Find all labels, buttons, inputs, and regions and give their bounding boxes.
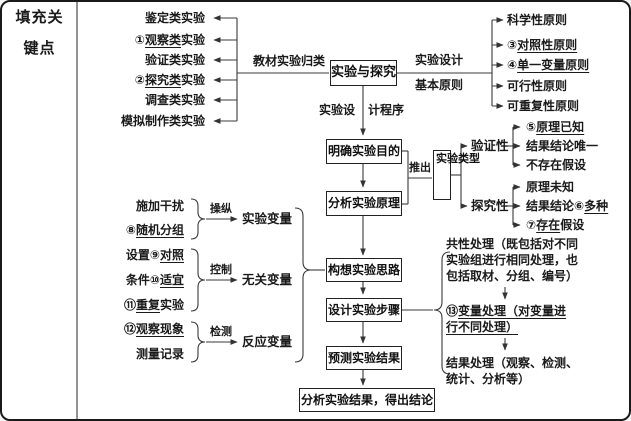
- text: 测量记录: [135, 347, 184, 361]
- branch-verify-label: 验证性: [471, 138, 509, 153]
- edge-label-infer: 推出: [409, 161, 431, 174]
- text-underlined: 随机分组: [135, 223, 184, 237]
- node-analyze-principle: 分析实验原理: [326, 191, 402, 216]
- edge-label-procedure-right: 计程序: [368, 103, 405, 117]
- text: 鉴定类实验: [144, 11, 205, 25]
- sidebar-title: 填充关 键点: [2, 2, 77, 64]
- text: ②: [134, 73, 145, 87]
- node-dependent-variable: 反应变量: [242, 334, 293, 349]
- edge-label-manipulate: 操纵: [210, 202, 232, 215]
- text: 可重复性原则: [507, 99, 580, 113]
- node-experiment-inquiry: 实验与探究: [330, 60, 397, 86]
- node-conceive-idea: 构想实验思路: [326, 258, 402, 282]
- node-analyze-results-conclude: 分析实验结果，得出结论: [299, 388, 435, 412]
- text-underlined: 观察类: [144, 33, 181, 47]
- variable-input: ⑫观察现象: [124, 322, 184, 336]
- variable-input: 测量记录: [136, 347, 184, 361]
- principle-item: 科学性原则: [507, 13, 567, 27]
- variable-input: 施加干扰: [136, 199, 184, 213]
- text: 不存在假设: [526, 158, 587, 172]
- variable-input: ⑪重复实验: [124, 298, 184, 312]
- node-clarify-purpose: 明确实验目的: [326, 139, 402, 164]
- verify-item: 不存在假设: [526, 158, 586, 172]
- text-underlined: 单一变量原则: [517, 58, 590, 72]
- classification-branch-label: 教材实验归类: [253, 54, 326, 68]
- classification-item: 模拟制作类实验: [121, 114, 205, 128]
- text: 施加干扰: [135, 199, 184, 213]
- text: ④: [507, 58, 518, 72]
- text: ⑤: [526, 120, 537, 134]
- explore-item: 结果结论⑥多种: [526, 199, 608, 213]
- text-underlined: 原理已知: [536, 120, 585, 134]
- variable-input: 条件⑩适宜: [126, 273, 184, 287]
- text: ⑦: [526, 218, 537, 232]
- text: 可行性原则: [507, 79, 568, 93]
- principle-item: 可重复性原则: [507, 99, 579, 113]
- node-experiment-type-label: 实验类型: [436, 152, 480, 165]
- edge-label-procedure-left: 实验设: [318, 103, 355, 117]
- classification-item: ①观察类实验: [135, 33, 205, 47]
- node-experiment-type: 实验类型: [433, 150, 480, 200]
- variable-input: 设置⑨对照: [126, 248, 184, 262]
- text: ①: [134, 33, 145, 47]
- text: 实验: [180, 73, 205, 87]
- text: 条件⑩: [125, 273, 160, 287]
- edge-label-control: 控制: [210, 263, 232, 276]
- node-independent-variable: 实验变量: [242, 211, 293, 226]
- edge-label-detect: 检测: [210, 325, 232, 338]
- note-result-treatment: 结果处理（观察、检测、统计、分析等）: [446, 356, 579, 386]
- text: 验证类实验: [144, 53, 205, 67]
- edge-label-design: 实验设计: [415, 53, 464, 67]
- text: 设置⑨: [125, 248, 160, 262]
- principle-item: 可行性原则: [507, 79, 567, 93]
- text: 假设: [560, 218, 585, 232]
- variable-input: ⑧随机分组: [126, 223, 184, 237]
- text: ⑫: [123, 322, 136, 336]
- text: ③: [507, 38, 518, 52]
- node-irrelevant-variable: 无关变量: [242, 272, 293, 287]
- classification-item: 鉴定类实验: [145, 11, 205, 25]
- text: ⑧: [125, 223, 136, 237]
- explore-item: 原理未知: [526, 180, 574, 194]
- text: 科学性原则: [507, 13, 568, 27]
- classification-item: 调查类实验: [145, 93, 205, 107]
- principle-item: ④单一变量原则: [507, 58, 589, 72]
- sidebar-title-line2: 键点: [23, 39, 56, 57]
- text-underlined: 重复: [135, 298, 160, 312]
- text-underlined: 存在: [536, 218, 561, 232]
- text: 原理未知: [526, 180, 575, 194]
- node-design-steps: 设计实验步骤: [326, 298, 402, 322]
- text-underlined: 对照: [159, 248, 184, 262]
- text: 实验: [159, 298, 184, 312]
- classification-item: 验证类实验: [145, 53, 205, 67]
- principle-item: ③对照性原则: [507, 38, 577, 52]
- verify-item: ⑤原理已知: [526, 120, 584, 134]
- text-underlined: 对照性原则: [517, 38, 578, 52]
- classification-item: ②探究类实验: [135, 73, 205, 87]
- text: 模拟制作类实验: [120, 114, 205, 128]
- text: 结果结论⑥: [526, 199, 585, 213]
- edge-label-basic-principles: 基本原则: [415, 78, 464, 92]
- branch-explore-label: 探究性: [471, 198, 509, 213]
- text-underlined: 变量处理（对变量进行不同处理）: [446, 304, 567, 334]
- verify-item: 结果结论唯一: [526, 139, 598, 153]
- text: 实验: [180, 33, 205, 47]
- text-underlined: 探究类: [144, 73, 181, 87]
- note-variable-treatment: ⑬变量处理（对变量进行不同处理）: [446, 303, 576, 335]
- node-predict-results: 预测实验结果: [326, 346, 402, 370]
- text: 调查类实验: [144, 93, 205, 107]
- text: ⑬: [446, 304, 459, 318]
- text-underlined: 多种: [584, 199, 609, 213]
- sidebar-title-line1: 填充关: [15, 8, 64, 26]
- text-underlined: 观察现象: [135, 322, 184, 336]
- explore-item: ⑦存在假设: [526, 218, 584, 232]
- text-underlined: 适宜: [159, 273, 184, 287]
- text: 结果结论唯一: [526, 139, 599, 153]
- note-common-treatment: 共性处理（既包括对不同实验组进行相同处理，也包括取材、分组、编号）: [446, 237, 579, 283]
- text: ⑪: [123, 298, 136, 312]
